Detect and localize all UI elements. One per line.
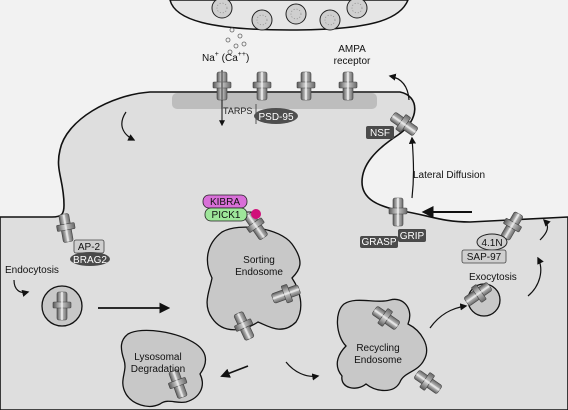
tarps-label: TARPS: [223, 106, 252, 116]
arrow-nsf-up: [388, 73, 410, 101]
psd95-label: PSD-95: [258, 112, 293, 123]
psd95-protein: [254, 108, 298, 124]
brag2-protein: [70, 252, 110, 266]
pathway-arrows: [13, 73, 551, 381]
nsf-label: NSF: [370, 128, 390, 139]
recycling-endosome: [336, 298, 428, 392]
grip-box: [398, 229, 426, 242]
calcium-sup: ++: [238, 51, 246, 58]
grasp-label: GRASP: [361, 237, 396, 248]
arrow-to-lysosome: [220, 365, 249, 378]
protein-41n-label: 4.1N: [481, 238, 502, 249]
sap97-label: SAP-97: [467, 252, 502, 263]
arrow-exocytosis-up: [527, 256, 544, 297]
lysosomal-line1: Lysosomal: [134, 352, 181, 363]
pick1-protein: [204, 207, 248, 222]
arrow-to-recycling: [285, 361, 320, 381]
lateral-diffusion-label: Lateral Diffusion: [413, 170, 485, 181]
endocytosis-label: Endocytosis: [5, 265, 59, 276]
arrow-spine-left: [121, 111, 136, 141]
arrow-lateral-up: [408, 136, 417, 199]
grip-label: GRIP: [400, 231, 425, 242]
brag2-label: BRAG2: [73, 255, 107, 266]
lysosomal-line2: Degradation: [131, 364, 185, 375]
calcium-text: (Ca: [219, 53, 238, 64]
ion-label: Na+ (Ca++): [202, 51, 249, 64]
sorting-endosome: [206, 226, 302, 331]
sorting-endosome-line1: Sorting: [243, 255, 275, 266]
arrow-to-exocytosis: [429, 303, 468, 329]
sodium-sup: +: [215, 51, 219, 58]
synaptic-vesicles: [211, 0, 368, 31]
recycling-line1: Recycling: [356, 343, 399, 354]
calcium-close: ): [246, 53, 249, 64]
nsf-box: [366, 126, 394, 139]
sorting-endosome-line2: Endosome: [235, 267, 283, 278]
ampa-label-line2: receptor: [334, 56, 371, 67]
sap97-box: [461, 249, 507, 264]
arrow-sap97: [539, 218, 551, 241]
pick1-label: PICK1: [212, 210, 241, 221]
exocytosis-label: Exocytosis: [469, 272, 517, 283]
neurotransmitter-release: [225, 27, 247, 55]
pink-dot: [251, 209, 261, 219]
grasp-box: [360, 236, 398, 248]
recycling-line2: Endosome: [354, 355, 402, 366]
arrow-endocytosis: [13, 279, 30, 297]
kibra-label: KIBRA: [210, 197, 240, 208]
ap2-label: AP-2: [78, 242, 101, 253]
ampa-label-line1: AMPA: [338, 44, 366, 55]
sodium-text: Na: [202, 53, 215, 64]
